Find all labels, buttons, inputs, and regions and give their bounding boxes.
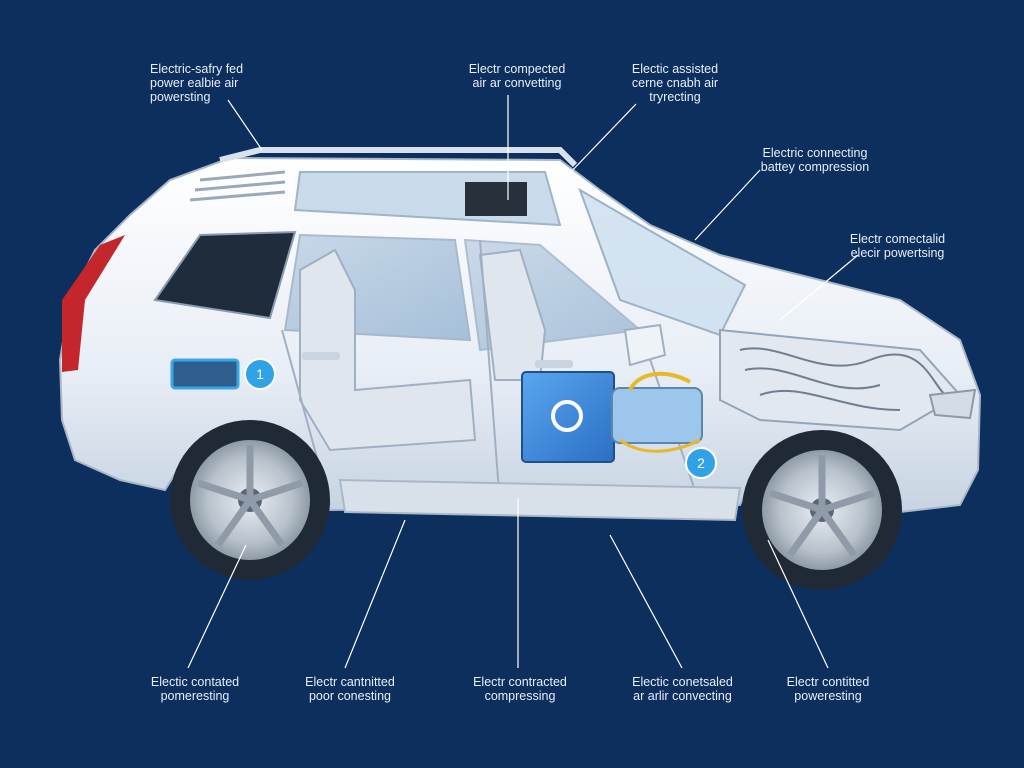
leader-lines (187, 95, 859, 669)
rear-seat (299, 248, 477, 452)
callout-line: poor conesting (308, 689, 391, 703)
electric-motor (611, 371, 703, 453)
callout-line: Electric-safry fed (150, 62, 244, 76)
marker-2-label: 2 (697, 455, 705, 471)
front-wheel (742, 430, 902, 590)
callout-line: Electic conetsaled (632, 675, 733, 689)
callout-right-1: Electric connecting battey compression (755, 146, 875, 174)
callout-line: tryrecting (649, 90, 701, 104)
callout-line: elecir powertsing (850, 246, 945, 260)
callout-line: powersting (150, 90, 211, 104)
engine-wiring (739, 347, 946, 411)
door-handle (535, 360, 573, 368)
rear-wheel (170, 420, 330, 580)
leader-line (779, 254, 859, 321)
roof-rail (219, 147, 578, 168)
car-body (58, 147, 982, 522)
callout-bottom-3: Electr contracted compressing (465, 675, 575, 703)
callout-line: Electr contracted (473, 675, 567, 689)
headlight (928, 388, 977, 420)
roof-vents (189, 170, 286, 202)
callout-line: ar arlir convecting (633, 689, 732, 703)
side-sill (338, 478, 742, 522)
callout-line: pomeresting (160, 689, 230, 703)
callout-line: Electr comectalid (849, 232, 946, 246)
callout-bottom-2: Electr cantnitted poor conesting (295, 675, 405, 703)
callout-bottom-5: Electr contitted poweresting (773, 675, 883, 703)
leader-line (694, 169, 761, 241)
callout-line: Electric connecting (762, 146, 868, 160)
callout-line: Electic assisted (631, 62, 719, 76)
battery-pack (521, 371, 615, 463)
rear-window (153, 230, 297, 320)
callout-line: Electic contated (150, 675, 240, 689)
callout-line: power ealbie air (150, 76, 239, 90)
callout-top-left: Electric-safry fed power ealbie air powe… (150, 62, 243, 104)
door-line (479, 239, 501, 506)
callout-line: air ar convetting (472, 76, 562, 90)
leader-line (567, 103, 637, 176)
callout-line: Electr cantnitted (305, 675, 395, 689)
leader-line (227, 99, 263, 151)
callout-line: poweresting (794, 689, 862, 703)
leader-line (609, 534, 683, 669)
callout-right-2: Electr comectalid elecir powertsing (840, 232, 955, 260)
marker-2: 2 (685, 447, 717, 479)
front-seat (478, 248, 547, 381)
callout-line: Electr contitted (786, 675, 870, 689)
door-handle (302, 352, 340, 360)
leader-line (187, 544, 247, 669)
tail-light (62, 235, 125, 372)
charging-port (170, 358, 240, 390)
callout-line: Electr compected (468, 62, 566, 76)
callout-bottom-1: Electic contated pomeresting (140, 675, 250, 703)
side-mirror (623, 323, 667, 367)
leader-line (344, 519, 406, 669)
windshield (578, 187, 747, 337)
callout-line: cerne cnabh air (631, 76, 719, 90)
callout-bottom-4: Electic conetsaled ar arlir convecting (625, 675, 740, 703)
callout-line: battey compression (760, 160, 870, 174)
callout-top-right: Electic assisted cerne cnabh air tryrect… (620, 62, 730, 104)
sunroof-panel (465, 182, 527, 216)
callout-top-mid: Electr compected air ar convetting (462, 62, 572, 90)
marker-1-label: 1 (256, 366, 264, 382)
callout-line: compressing (484, 689, 556, 703)
marker-1: 1 (244, 358, 276, 390)
leader-line (767, 539, 829, 669)
